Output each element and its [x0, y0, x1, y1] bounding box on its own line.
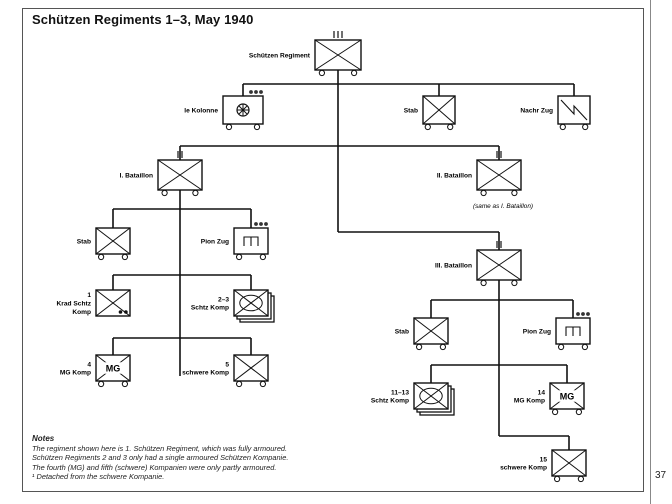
unit-note: (same as I. Bataillon) [473, 203, 533, 210]
page-gutter-line [650, 0, 651, 504]
unit-label: 4 [87, 361, 91, 368]
unit-symbol: 5 schwere Komp [182, 354, 269, 388]
unit-label: Krad Schtz [57, 301, 92, 308]
unit-label: II. Bataillon [437, 173, 472, 180]
unit-label: 15 [540, 456, 548, 463]
notes-line-1: The regiment shown here is 1. Schützen R… [32, 443, 288, 453]
unit-label: schwere Komp [500, 465, 547, 472]
unit-symbol: I. Bataillon [120, 151, 203, 197]
unit-symbol: MG 14 MG Komp [514, 382, 585, 416]
unit-label: 1 [87, 292, 91, 299]
page-title: Schützen Regiments 1–3, May 1940 [32, 12, 254, 27]
unit-label: 5 [225, 361, 229, 368]
notes-line-3: The fourth (MG) and fifth (schwere) Komp… [32, 462, 277, 472]
mg-symbol-text: MG [560, 392, 575, 402]
notes-block: Notes The regiment shown here is 1. Schü… [32, 434, 352, 482]
notes-line-2: Schützen Regiments 2 and 3 only had a si… [32, 453, 289, 463]
unit-symbol: Stab [404, 95, 456, 131]
unit-label: 14 [538, 389, 546, 396]
unit-symbol: II. Bataillon (same as I. Bataillon) [437, 151, 533, 210]
unit-label: MG Komp [514, 398, 545, 405]
notes-heading: Notes [32, 434, 55, 443]
unit-symbol: Pion Zug [201, 222, 269, 261]
unit-label: Stab [77, 239, 91, 246]
mg-symbol-text: MG [106, 364, 121, 374]
unit-symbol: Pion Zug [523, 312, 591, 351]
unit-symbol: le Kolonne [184, 90, 264, 131]
unit-label: Nachr Zug [520, 108, 553, 115]
unit-label: Komp [72, 309, 91, 316]
unit-symbol: MG 4 MG Komp [60, 354, 131, 388]
unit-box [233, 227, 269, 255]
unit-label: Stab [395, 329, 409, 336]
unit-label: MG Komp [60, 370, 91, 377]
unit-symbol: Nachr Zug [520, 95, 591, 131]
unit-symbol: Stab [395, 317, 449, 351]
unit-label: schwere Komp [182, 370, 229, 377]
unit-symbol: Schützen Regiment [249, 31, 362, 77]
page-number: 37 [655, 470, 667, 481]
unit-symbol: 15 schwere Komp [500, 449, 587, 483]
unit-label: I. Bataillon [120, 173, 153, 180]
unit-label: 2–3 [218, 296, 229, 303]
unit-symbol: Stab [77, 227, 131, 261]
unit-label: Pion Zug [523, 329, 551, 336]
unit-label: Schützen Regiment [249, 53, 311, 60]
unit-label: Stab [404, 108, 418, 115]
unit-label: III. Bataillon [435, 263, 472, 270]
unit-symbol: III. Bataillon [435, 241, 522, 287]
notes-line-4: ¹ Detached from the schwere Kompanie. [32, 472, 165, 482]
unit-label: 11–13 [391, 389, 409, 396]
unit-label: Schtz Komp [191, 305, 229, 312]
unit-label: le Kolonne [184, 108, 218, 115]
unit-label: Pion Zug [201, 239, 229, 246]
unit-label: Schtz Komp [371, 398, 409, 405]
